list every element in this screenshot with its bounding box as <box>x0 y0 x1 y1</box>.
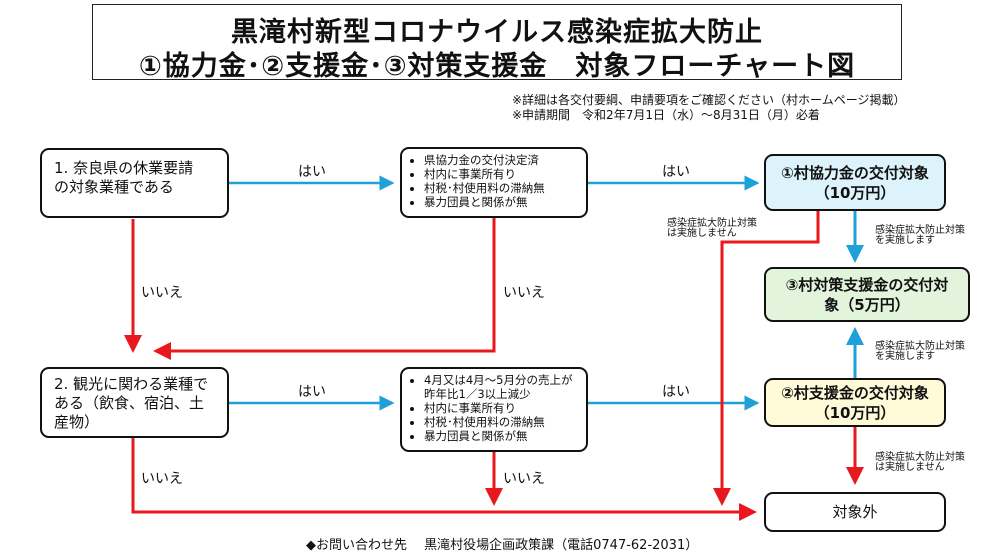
title-line-1: 黒滝村新型コロナウイルス感染症拡大防止 <box>231 17 763 48</box>
condition-1-item: 村税･村使用料の滞納無 <box>424 181 578 195</box>
condition-2-item: 4月又は4月～5月分の売上が昨年比1／3以上減少 <box>424 373 578 401</box>
conditions-1-box: 県協力金の交付決定済 村内に事業所有り 村税･村使用料の滞納無 暴力団員と関係が… <box>400 147 588 218</box>
note-not-implemented-top: 感染症拡大防止対策 は実施しません <box>667 218 757 239</box>
label-yes-cond1: はい <box>662 164 690 180</box>
condition-1-item: 暴力団員と関係が無 <box>424 195 578 209</box>
question-1-line-1: 1. 奈良県の休業要請 <box>54 159 194 177</box>
label-no-q1: いいえ <box>141 285 183 301</box>
label-no-cond1: いいえ <box>503 285 545 301</box>
question-1-line-2: の対象業種である <box>54 178 174 196</box>
arrow-cond1-no <box>153 218 496 360</box>
result-3-line-1: ③村対策支援金の交付対 <box>785 275 949 294</box>
question-2-line-3: 産物） <box>54 413 100 431</box>
result-2-line-2: （10万円） <box>814 403 896 422</box>
title-box: 黒滝村新型コロナウイルス感染症拡大防止 ①協力金･②支援金･③対策支援金 対象フ… <box>92 4 902 82</box>
condition-2-item: 村税･村使用料の滞納無 <box>424 415 578 429</box>
arrow-r1-not-implemented <box>713 211 820 506</box>
result-3-line-2: 象（5万円） <box>824 295 910 314</box>
question-1-box: 1. 奈良県の休業要請 の対象業種である <box>40 148 229 218</box>
title-line-2: ①協力金･②支援金･③対策支援金 対象フローチャート図 <box>138 51 856 82</box>
condition-1-item: 県協力金の交付決定済 <box>424 153 578 167</box>
result-1-box: ①村協力金の交付対象 （10万円） <box>764 154 946 211</box>
note-period: ※申請期間 令和2年7月1日（水）～8月31日（月）必着 <box>512 108 820 122</box>
result-1-line-2: （10万円） <box>814 183 896 202</box>
note-implemented-top: 感染症拡大防止対策 を実施します <box>875 225 965 246</box>
label-yes-q1: はい <box>298 164 326 180</box>
label-yes-q2: はい <box>298 384 326 400</box>
question-2-line-2: ある（飲食、宿泊、土 <box>54 394 205 412</box>
note-implemented-bottom: 感染症拡大防止対策 を実施します <box>875 341 965 362</box>
question-2-line-1: 2. 観光に関わる業種で <box>54 375 209 393</box>
label-no-q2: いいえ <box>141 471 183 487</box>
result-2-box: ②村支援金の交付対象 （10万円） <box>764 378 946 427</box>
note-details: ※詳細は各交付要綱、申請要項をご確認ください（村ホームページ掲載） <box>512 93 906 107</box>
result-1-line-1: ①村協力金の交付対象 <box>781 163 929 182</box>
label-yes-cond2: はい <box>662 384 690 400</box>
question-2-box: 2. 観光に関わる業種で ある（飲食、宿泊、土 産物） <box>40 367 229 438</box>
result-not-eligible-box: 対象外 <box>764 492 946 532</box>
condition-2-item: 暴力団員と関係が無 <box>424 429 578 443</box>
arrow-q2-no <box>131 438 757 521</box>
contact-footer: ◆お問い合わせ先 黒滝村役場企画政策課（電話0747-62-2031） <box>306 538 699 553</box>
label-no-cond2: いいえ <box>503 471 545 487</box>
result-2-line-1: ②村支援金の交付対象 <box>781 383 929 402</box>
condition-1-item: 村内に事業所有り <box>424 167 578 181</box>
result-not-eligible-label: 対象外 <box>832 503 878 521</box>
result-3-box: ③村対策支援金の交付対 象（5万円） <box>764 267 970 322</box>
condition-2-item: 村内に事業所有り <box>424 401 578 415</box>
note-not-implemented-bottom: 感染症拡大防止対策 は実施しません <box>875 452 965 473</box>
conditions-2-box: 4月又は4月～5月分の売上が昨年比1／3以上減少 村内に事業所有り 村税･村使用… <box>400 367 588 452</box>
notes: ※詳細は各交付要綱、申請要項をご確認ください（村ホームページ掲載） ※申請期間 … <box>512 93 905 123</box>
